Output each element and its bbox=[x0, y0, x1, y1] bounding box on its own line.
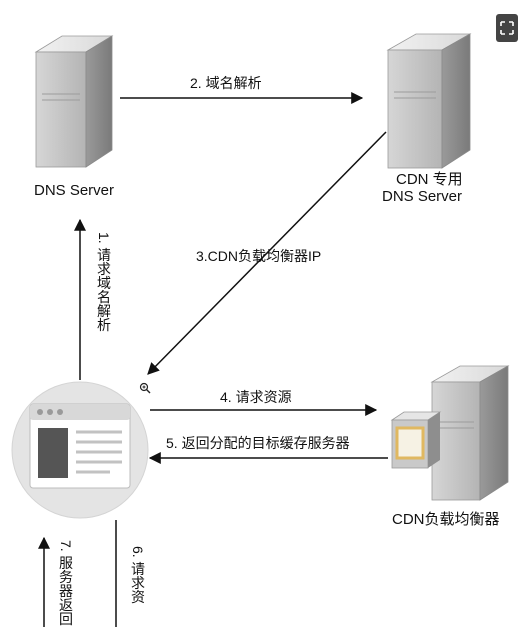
dns-server-label: DNS Server bbox=[34, 182, 115, 199]
cdn-dns-server-label-line2: DNS Server bbox=[382, 188, 463, 205]
zoom-in-icon bbox=[139, 382, 151, 394]
edge-label-5: 5. 返回分配的目标缓存服务器 bbox=[166, 435, 350, 451]
edge-label-1: 1. 请求域名解析 bbox=[96, 232, 112, 332]
edge-label-4: 4. 请求资源 bbox=[220, 389, 292, 405]
edge-label-3: 3.CDN负载均衡器IP bbox=[196, 248, 322, 264]
cdn-dns-server-icon bbox=[386, 33, 472, 169]
expand-icon bbox=[500, 21, 514, 35]
cdn-load-balancer-label: CDN负载均衡器 bbox=[392, 511, 500, 528]
expand-button[interactable] bbox=[496, 14, 518, 42]
arrow-e3 bbox=[147, 131, 387, 375]
cdn-load-balancer-icon bbox=[390, 365, 510, 501]
edge-label-6: 6. 请求资 bbox=[130, 546, 146, 604]
browser-icon bbox=[11, 381, 149, 519]
edge-label-7: 7. 服务器返回 bbox=[58, 540, 74, 626]
edge-label-2: 2. 域名解析 bbox=[190, 75, 262, 91]
dns-server-icon bbox=[34, 35, 114, 168]
cdn-dns-server-label-line1: CDN 专用 bbox=[396, 171, 463, 188]
